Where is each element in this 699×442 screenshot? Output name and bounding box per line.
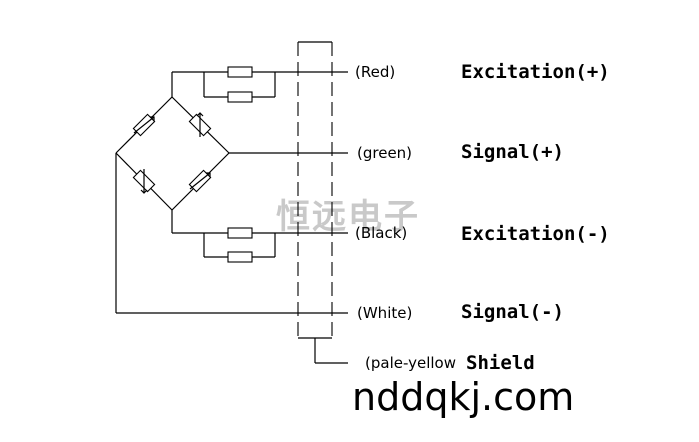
strain-gauge-bottom-left [132,169,156,194]
signal-function-label: Shield [466,352,535,374]
signal-function-label: Signal(-) [461,301,564,323]
wire-color-label: (pale-yellow [365,354,456,372]
strain-gauge-top-right [188,112,212,137]
signal-function-label: Excitation(-) [461,223,610,245]
cable-shield [297,41,333,339]
signal-function-label: Signal(+) [461,141,564,163]
wire-color-label: (green) [357,144,412,162]
signal-function-label: Excitation(+) [461,61,610,83]
wire-color-label: (Red) [355,63,395,81]
strain-gauge-top-left [132,113,156,137]
wire-color-label: (Black) [355,224,407,242]
top-compensation-resistors [171,66,348,103]
bottom-compensation-resistors [171,210,348,263]
signal-negative-wire [115,153,348,314]
shield-drain-wire [314,338,348,364]
website-text: nddqkj.com [352,375,574,419]
strain-gauge-bottom-right [188,169,212,193]
watermark: 恒远电子 [276,197,420,237]
wire-color-label: (White) [357,304,412,322]
wheatstone-bridge [115,96,230,211]
